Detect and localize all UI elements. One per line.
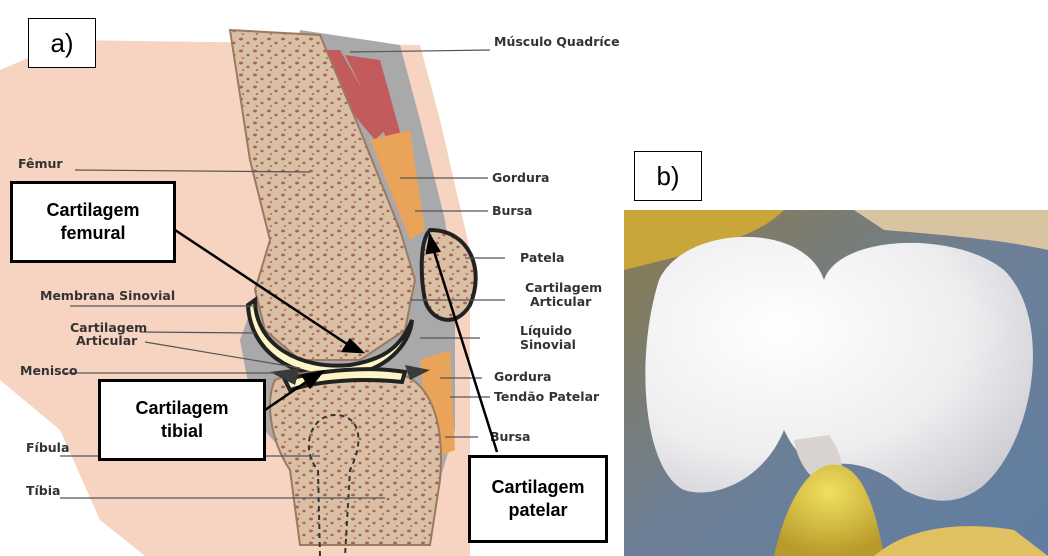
label-tendao-patelar: Tendão Patelar bbox=[494, 389, 600, 404]
callout-cartilagem-tibial: Cartilagem tibial bbox=[98, 379, 266, 461]
label-tibia: Tíbia bbox=[26, 483, 60, 498]
callout-femural-line2: femural bbox=[60, 222, 125, 245]
label-bursa-bottom: Bursa bbox=[490, 429, 530, 444]
panel-a-label: a) bbox=[28, 18, 96, 68]
callout-cartilagem-femural: Cartilagem femural bbox=[10, 181, 176, 263]
callout-tibial-line1: Cartilagem bbox=[135, 397, 228, 420]
label-cartilagem-articular-right-2: Articular bbox=[530, 294, 592, 309]
label-femur: Fêmur bbox=[18, 156, 63, 171]
label-patela: Patela bbox=[520, 250, 564, 265]
tibia-bone bbox=[270, 370, 441, 545]
callout-patelar-line2: patelar bbox=[508, 499, 567, 522]
label-menisco: Menisco bbox=[20, 363, 78, 378]
panel-b-label-text: b) bbox=[656, 161, 679, 192]
label-fibula: Fíbula bbox=[26, 440, 69, 455]
label-gordura-bottom: Gordura bbox=[494, 369, 551, 384]
label-cartilagem-articular-right-1: Cartilagem bbox=[525, 280, 602, 295]
label-quadriceps: Músculo Quadríceps bbox=[494, 34, 620, 49]
label-liquido-1: Líquido bbox=[520, 323, 572, 338]
callout-cartilagem-patelar: Cartilagem patelar bbox=[468, 455, 608, 543]
callout-tibial-line2: tibial bbox=[161, 420, 203, 443]
cartilage-photo bbox=[624, 210, 1048, 556]
label-bursa-top: Bursa bbox=[492, 203, 532, 218]
panel-a-label-text: a) bbox=[50, 28, 73, 59]
callout-femural-line1: Cartilagem bbox=[46, 199, 139, 222]
label-cartilagem-articular-left-2: Articular bbox=[76, 333, 138, 348]
panel-a-knee-diagram: Músculo Quadríceps Fêmur Gordura Bursa P… bbox=[0, 0, 620, 556]
label-liquido-2: Sinovial bbox=[520, 337, 576, 352]
callout-patelar-line1: Cartilagem bbox=[491, 476, 584, 499]
label-membrana-sinovial: Membrana Sinovial bbox=[40, 288, 175, 303]
panel-b-cartilage-photo bbox=[624, 210, 1048, 556]
label-gordura-top: Gordura bbox=[492, 170, 549, 185]
panel-b-label: b) bbox=[634, 151, 702, 201]
